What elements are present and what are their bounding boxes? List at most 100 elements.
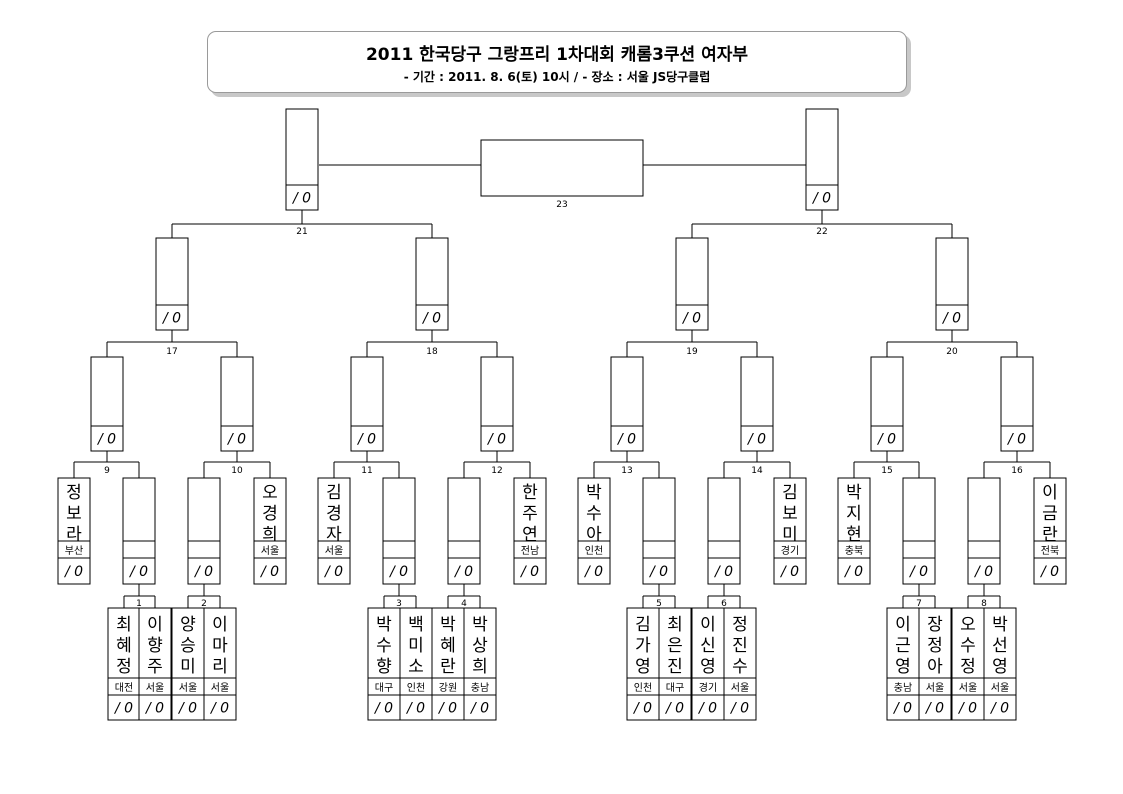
player-region: 서울 xyxy=(991,682,1009,694)
score-mark: / 0 xyxy=(453,564,473,580)
player-name-char: 수 xyxy=(960,636,976,656)
seeded-player-slot xyxy=(577,477,611,585)
player-name-char: 김 xyxy=(782,483,798,503)
seeded-player-slot xyxy=(57,477,91,585)
player-name-char: 양 xyxy=(180,615,196,635)
player-name-char: 선 xyxy=(992,636,1008,656)
score-mark: / 0 xyxy=(892,701,912,717)
player-name-char: 수 xyxy=(732,657,748,677)
score-mark: / 0 xyxy=(989,701,1009,717)
player-name-char: 오 xyxy=(262,483,278,503)
score-mark: / 0 xyxy=(356,432,376,448)
final-box xyxy=(480,139,644,197)
player-region: 경기 xyxy=(781,544,799,557)
player-name-char: 이 xyxy=(212,615,228,635)
player-name-char: 라 xyxy=(66,525,82,545)
player-name-char: 정 xyxy=(960,657,976,677)
score-mark: / 0 xyxy=(437,701,457,717)
quarterfinal-box xyxy=(675,237,709,331)
score-mark: / 0 xyxy=(924,701,944,717)
score-mark: / 0 xyxy=(681,311,701,327)
player-name-char: 박 xyxy=(846,483,862,503)
player-name-char: 이 xyxy=(147,615,163,635)
player-name-char: 마 xyxy=(212,636,228,656)
score-mark: / 0 xyxy=(209,701,229,717)
round1-player-slot xyxy=(431,607,465,721)
quarterfinal-box xyxy=(415,237,449,331)
player-name-char: 승 xyxy=(180,636,196,656)
score-mark: / 0 xyxy=(746,432,766,448)
player-region: 충남 xyxy=(894,682,912,694)
score-mark: / 0 xyxy=(63,564,83,580)
player-name-char: 가 xyxy=(635,636,651,656)
score-mark: / 0 xyxy=(583,564,603,580)
score-mark: / 0 xyxy=(697,701,717,717)
tournament-title: 2011 한국당구 그랑프리 1차대회 캐롬3쿠션 여자부 xyxy=(365,45,749,65)
score-mark: / 0 xyxy=(113,701,133,717)
player-name-char: 지 xyxy=(846,504,862,524)
player-name-char: 김 xyxy=(635,615,651,635)
score-mark: / 0 xyxy=(876,432,896,448)
match-number: 21 xyxy=(296,227,307,237)
match-number: 18 xyxy=(426,347,438,357)
round1-player-slot xyxy=(138,607,172,721)
player-name-char: 한 xyxy=(522,483,538,503)
player-region: 대전 xyxy=(115,682,133,694)
match-number: 10 xyxy=(231,466,243,476)
player-region: 대구 xyxy=(666,682,684,694)
round1-player-slot xyxy=(918,607,952,721)
player-name-char: 미 xyxy=(408,636,424,656)
round1-player-slot xyxy=(886,607,920,721)
player-name-char: 영 xyxy=(895,657,911,677)
player-name-char: 혜 xyxy=(116,636,132,656)
player-name-char: 자 xyxy=(326,525,342,545)
round16-box xyxy=(740,356,774,452)
round2-player-slot xyxy=(707,477,741,585)
player-name-char: 박 xyxy=(472,615,488,635)
player-name-char: 은 xyxy=(667,636,683,656)
score-mark: / 0 xyxy=(144,701,164,717)
score-mark: / 0 xyxy=(729,701,749,717)
score-mark: / 0 xyxy=(323,564,343,580)
player-name-char: 리 xyxy=(212,657,228,677)
round1-player-slot xyxy=(723,607,757,721)
round16-box xyxy=(1000,356,1034,452)
player-name-char: 오 xyxy=(960,615,976,635)
player-name-char: 혜 xyxy=(440,636,456,656)
player-name-char: 연 xyxy=(522,525,538,545)
player-name-char: 수 xyxy=(586,504,602,524)
score-mark: / 0 xyxy=(648,564,668,580)
score-mark: / 0 xyxy=(632,701,652,717)
player-name-char: 수 xyxy=(376,636,392,656)
player-name-char: 정 xyxy=(927,636,943,656)
player-name-char: 근 xyxy=(895,636,911,656)
player-name-char: 향 xyxy=(376,657,392,677)
match-number: 11 xyxy=(361,466,372,476)
player-name-char: 장 xyxy=(927,615,943,635)
player-name-char: 주 xyxy=(147,657,163,677)
match-number: 22 xyxy=(816,227,827,237)
score-mark: / 0 xyxy=(941,311,961,327)
player-name-char: 이 xyxy=(1042,483,1058,503)
score-mark: / 0 xyxy=(519,564,539,580)
player-name-char: 박 xyxy=(992,615,1008,635)
player-name-char: 보 xyxy=(782,504,798,524)
round1-player-slot xyxy=(658,607,692,721)
player-name-char: 진 xyxy=(667,657,683,677)
round1-player-slot xyxy=(951,607,985,721)
semifinal-box xyxy=(805,108,839,211)
player-region: 서울 xyxy=(926,682,944,694)
round1-player-slot xyxy=(983,607,1017,721)
player-name-char: 박 xyxy=(586,483,602,503)
match-number: 1 xyxy=(136,599,142,609)
score-mark: / 0 xyxy=(811,191,831,207)
score-mark: / 0 xyxy=(957,701,977,717)
round16-box xyxy=(350,356,384,452)
match-number: 16 xyxy=(1011,466,1023,476)
score-mark: / 0 xyxy=(664,701,684,717)
round16-box xyxy=(90,356,124,452)
quarterfinal-box xyxy=(935,237,969,331)
match-number: 13 xyxy=(621,466,632,476)
player-name-char: 진 xyxy=(732,636,748,656)
